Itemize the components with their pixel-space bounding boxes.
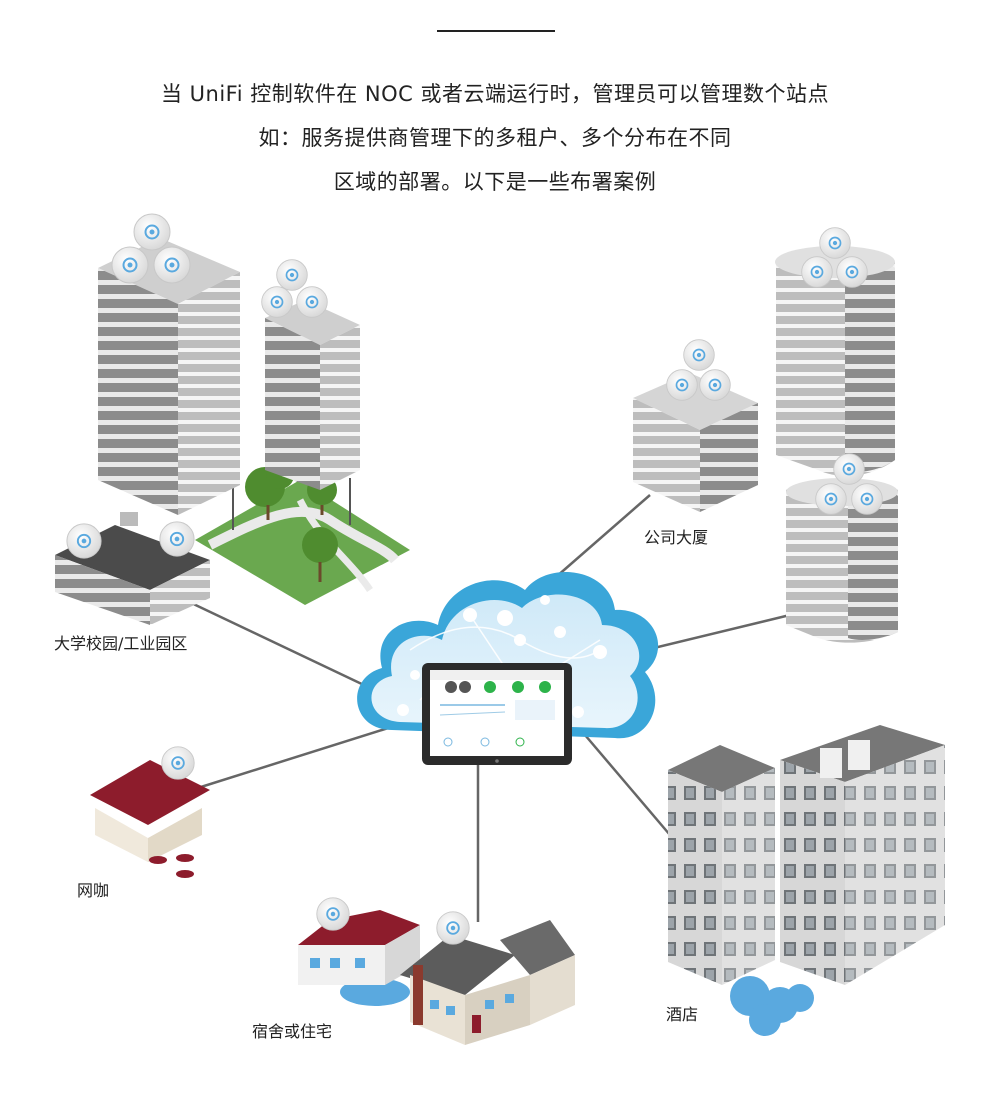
intro-text: 当 UniFi 控制软件在 NOC 或者云端运行时，管理员可以管理数个站点 如：… — [0, 72, 990, 204]
controller-tablet-icon — [422, 663, 572, 765]
label-cafe: 网咖 — [77, 881, 110, 900]
label-office: 公司大厦 — [644, 528, 709, 547]
link-cafe — [184, 716, 421, 794]
top-divider — [437, 30, 555, 32]
intro-line-2: 如：服务提供商管理下的多租户、多个分布在不同 — [258, 126, 732, 150]
label-dorm: 宿舍或住宅 — [252, 1022, 333, 1041]
intro-line-3: 区域的部署。以下是一些布署案例 — [333, 170, 657, 194]
link-hotel — [584, 734, 671, 836]
label-campus: 大学校园/工业园区 — [54, 634, 188, 653]
intro-line-1: 当 UniFi 控制软件在 NOC 或者云端运行时，管理员可以管理数个站点 — [160, 82, 829, 106]
link-office — [555, 494, 651, 578]
cafe-access-points — [160, 745, 196, 781]
campus-buildings — [55, 238, 410, 625]
office-buildings — [633, 246, 898, 643]
dorm-buildings — [298, 910, 575, 1045]
cafe-building — [90, 760, 210, 878]
link-campus — [184, 598, 386, 697]
connection-lines — [184, 494, 791, 922]
hotel-buildings — [668, 725, 945, 1036]
label-hotel: 酒店 — [666, 1005, 699, 1024]
